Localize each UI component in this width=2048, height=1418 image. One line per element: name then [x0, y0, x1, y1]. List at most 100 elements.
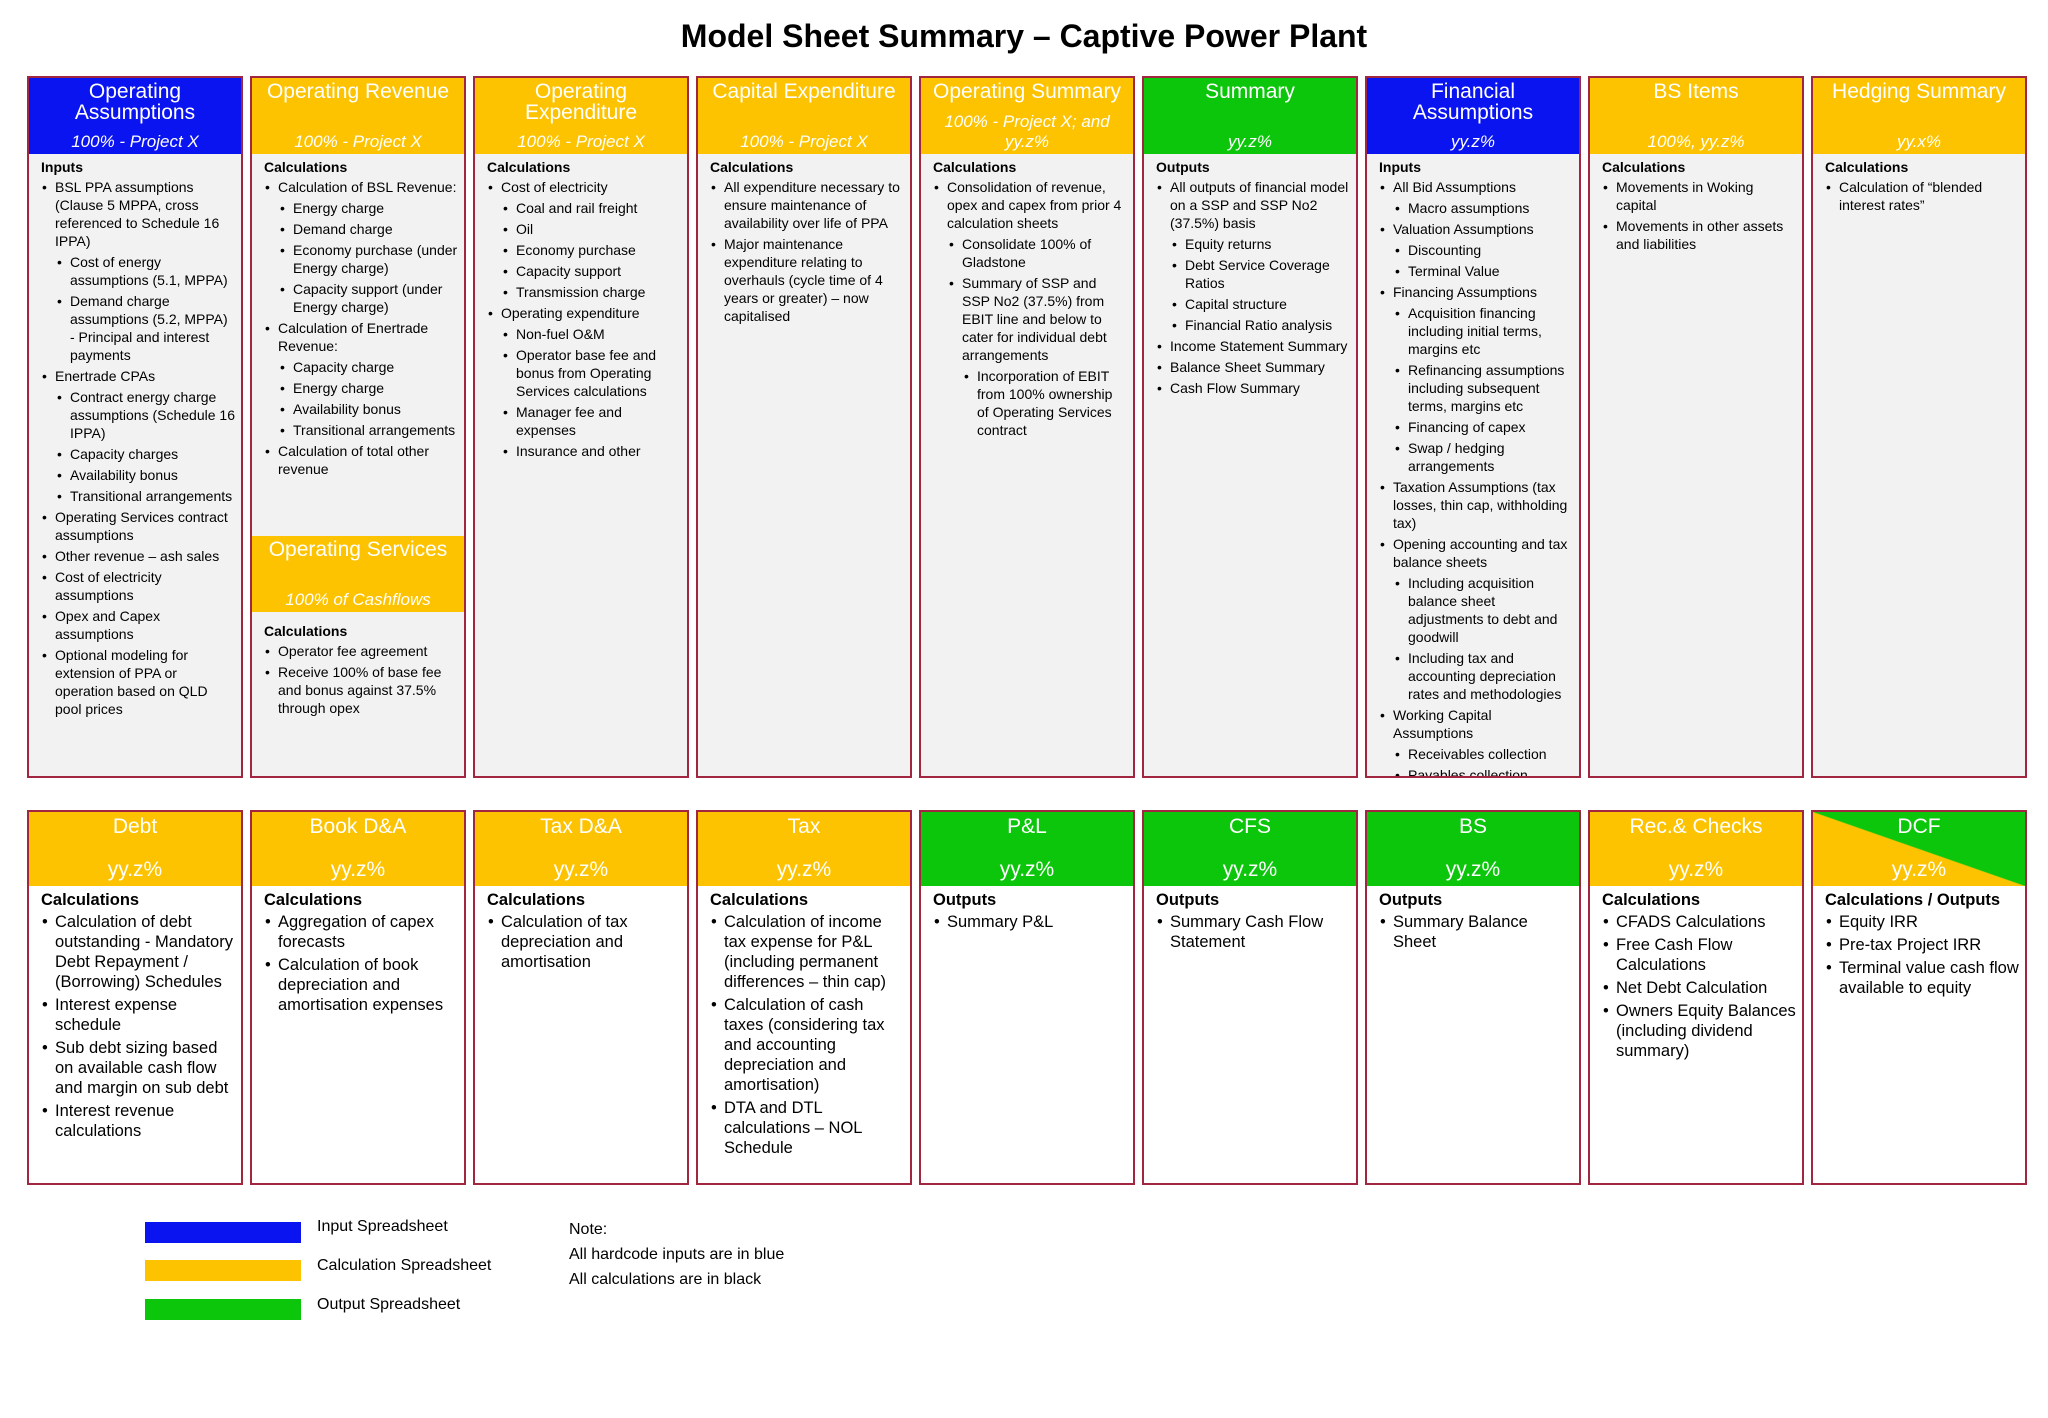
sheet-title: Rec.& Checks	[1629, 815, 1763, 838]
bullet-item: Optional modeling for extension of PPA o…	[41, 646, 235, 718]
sheet-body-hedging-summary: CalculationsCalculation of “blended inte…	[1813, 154, 2025, 214]
section-heading: Calculations	[1602, 891, 1701, 909]
bullet-item: Manager fee and expenses	[502, 403, 681, 439]
bullet-item: Movements in Woking capital	[1602, 178, 1796, 214]
bullet-item: Macro assumptions	[1394, 199, 1573, 217]
note-line-calculations: All calculations are in black	[569, 1271, 762, 1288]
bullet-item: Demand charge	[279, 220, 458, 238]
sheet-card-tax-danda: Tax D&Ayy.z%CalculationsCalculation of t…	[473, 810, 689, 1185]
bullet-list: All Bid AssumptionsMacro assumptionsValu…	[1379, 178, 1573, 776]
sheet-subtitle: 100% - Project X	[71, 132, 199, 151]
bullet-item: Aggregation of capex forecasts	[264, 912, 458, 952]
sheet-header-bs: BS yy.z%	[1367, 812, 1579, 886]
sheet-subtitle: 100% - Project X	[740, 132, 868, 151]
section-heading: Outputs	[1156, 891, 1220, 909]
sheet-body-dcf: Calculations / OutputsEquity IRRPre-tax …	[1813, 886, 2025, 998]
section-heading: Calculations / Outputs	[1825, 891, 2001, 909]
sheet-card-bs: BS yy.z% OutputsSummary Balance Sheet	[1365, 810, 1581, 1185]
sheet-body-summary: OutputsAll outputs of financial model on…	[1144, 154, 1356, 397]
bullet-item: Other revenue – ash sales	[41, 547, 235, 565]
bullet-item: Coal and rail freight	[502, 199, 681, 217]
legend-label-input: Input Spreadsheet	[317, 1218, 448, 1235]
sheet-title: BS	[1458, 815, 1487, 838]
bullet-item: Debt Service Coverage Ratios	[1171, 256, 1350, 292]
bullet-item: Refinancing assumptions including subseq…	[1394, 361, 1573, 415]
bullet-item: Capital structure	[1171, 295, 1350, 313]
sheet-subtitle: yy.z%	[999, 858, 1055, 881]
bullet-item: Energy charge	[279, 379, 458, 397]
section-heading: Outputs	[1156, 159, 1210, 175]
section-heading: Calculations	[1602, 159, 1686, 175]
bullet-list: Calculation of tax depreciation and amor…	[487, 912, 681, 972]
page-title: Model Sheet Summary – Captive Power Plan…	[680, 18, 1368, 54]
bullet-item: Financing Assumptions	[1379, 283, 1573, 301]
bullet-list: Summary Cash Flow Statement	[1156, 912, 1350, 952]
sheet-body-bs: OutputsSummary Balance Sheet	[1367, 886, 1579, 952]
bullet-item: Calculation of book depreciation and amo…	[264, 955, 458, 1015]
bullet-item: Calculation of cash taxes (considering t…	[710, 995, 904, 1095]
sheet-body-operating-services: CalculationsOperator fee agreementReceiv…	[252, 618, 464, 720]
sheet-body-tax-danda: CalculationsCalculation of tax depreciat…	[475, 886, 687, 972]
bullet-item: Receivables collection	[1394, 745, 1573, 763]
bullet-list: Calculation of debt outstanding - Mandat…	[41, 912, 235, 1141]
bullet-item: Enertrade CPAs	[41, 367, 235, 385]
bullet-item: Balance Sheet Summary	[1156, 358, 1350, 376]
bullet-item: Consolidation of revenue, opex and capex…	[933, 178, 1127, 232]
bullet-item: Payables collection	[1394, 766, 1573, 776]
bullet-item: Transitional arrangements	[56, 487, 235, 505]
sheet-body-operating-revenue: CalculationsCalculation of BSL Revenue:E…	[252, 154, 464, 478]
bullet-item: Swap / hedging arrangements	[1394, 439, 1573, 475]
bullet-item: Major maintenance expenditure relating t…	[710, 235, 904, 325]
sheet-body-tax: CalculationsCalculation of income tax ex…	[698, 886, 910, 1158]
bullet-item: Valuation Assumptions	[1379, 220, 1573, 238]
legend-label-calculation: Calculation Spreadsheet	[317, 1257, 492, 1274]
sheet-title: P&L	[1007, 815, 1047, 838]
section-heading: Calculations	[264, 891, 363, 909]
bullet-item: Including tax and accounting depreciatio…	[1394, 649, 1573, 703]
bullet-list: All expenditure necessary to ensure main…	[710, 178, 904, 325]
bullet-item: Receive 100% of base fee and bonus again…	[264, 663, 458, 717]
sheet-subtitle: 100% - Project X	[517, 132, 645, 151]
section-heading: Inputs	[1379, 159, 1421, 175]
sheet-title: DCF	[1897, 815, 1941, 838]
bullet-list: Movements in Woking capitalMovements in …	[1602, 178, 1796, 253]
bullet-item: DTA and DTL calculations – NOL Schedule	[710, 1098, 904, 1158]
sheet-title: Summary	[1205, 80, 1295, 103]
bullet-item: Acquisition financing including initial …	[1394, 304, 1573, 358]
sheet-subtitle: yy.x%	[1896, 132, 1942, 151]
bullet-item: Operator base fee and bonus from Operati…	[502, 346, 681, 400]
bullet-item: Discounting	[1394, 241, 1573, 259]
bullet-item: Terminal Value	[1394, 262, 1573, 280]
bullet-item: Calculation of “blended interest rates”	[1825, 178, 2019, 214]
bullet-item: Working Capital Assumptions	[1379, 706, 1573, 742]
bullet-item: Including acquisition balance sheet adju…	[1394, 574, 1573, 646]
bullet-item: Economy purchase (under Energy charge)	[279, 241, 458, 277]
sheet-subtitle: yy.z%	[1445, 858, 1501, 881]
sheet-body-pandl: OutputsSummary P&L	[921, 886, 1133, 932]
section-heading: Calculations	[41, 891, 140, 909]
bullet-item: Taxation Assumptions (tax losses, thin c…	[1379, 478, 1573, 532]
bullet-item: Capacity support	[502, 262, 681, 280]
bullet-item: Transmission charge	[502, 283, 681, 301]
section-heading: Calculations	[1825, 159, 1909, 175]
bullet-item: Income Statement Summary	[1156, 337, 1350, 355]
section-heading: Calculations	[710, 159, 794, 175]
bullet-item: Cost of energy assumptions (5.1, MPPA)	[56, 253, 235, 289]
bullet-item: Equity IRR	[1825, 912, 2019, 932]
bullet-item: All outputs of financial model on a SSP …	[1156, 178, 1350, 232]
sheet-title: CFS	[1229, 815, 1271, 838]
sheet-title: Operating Services	[268, 538, 448, 561]
bullet-item: Economy purchase	[502, 241, 681, 259]
bullet-list: Equity IRRPre-tax Project IRRTerminal va…	[1825, 912, 2019, 998]
bullet-item: Summary Balance Sheet	[1379, 912, 1573, 952]
